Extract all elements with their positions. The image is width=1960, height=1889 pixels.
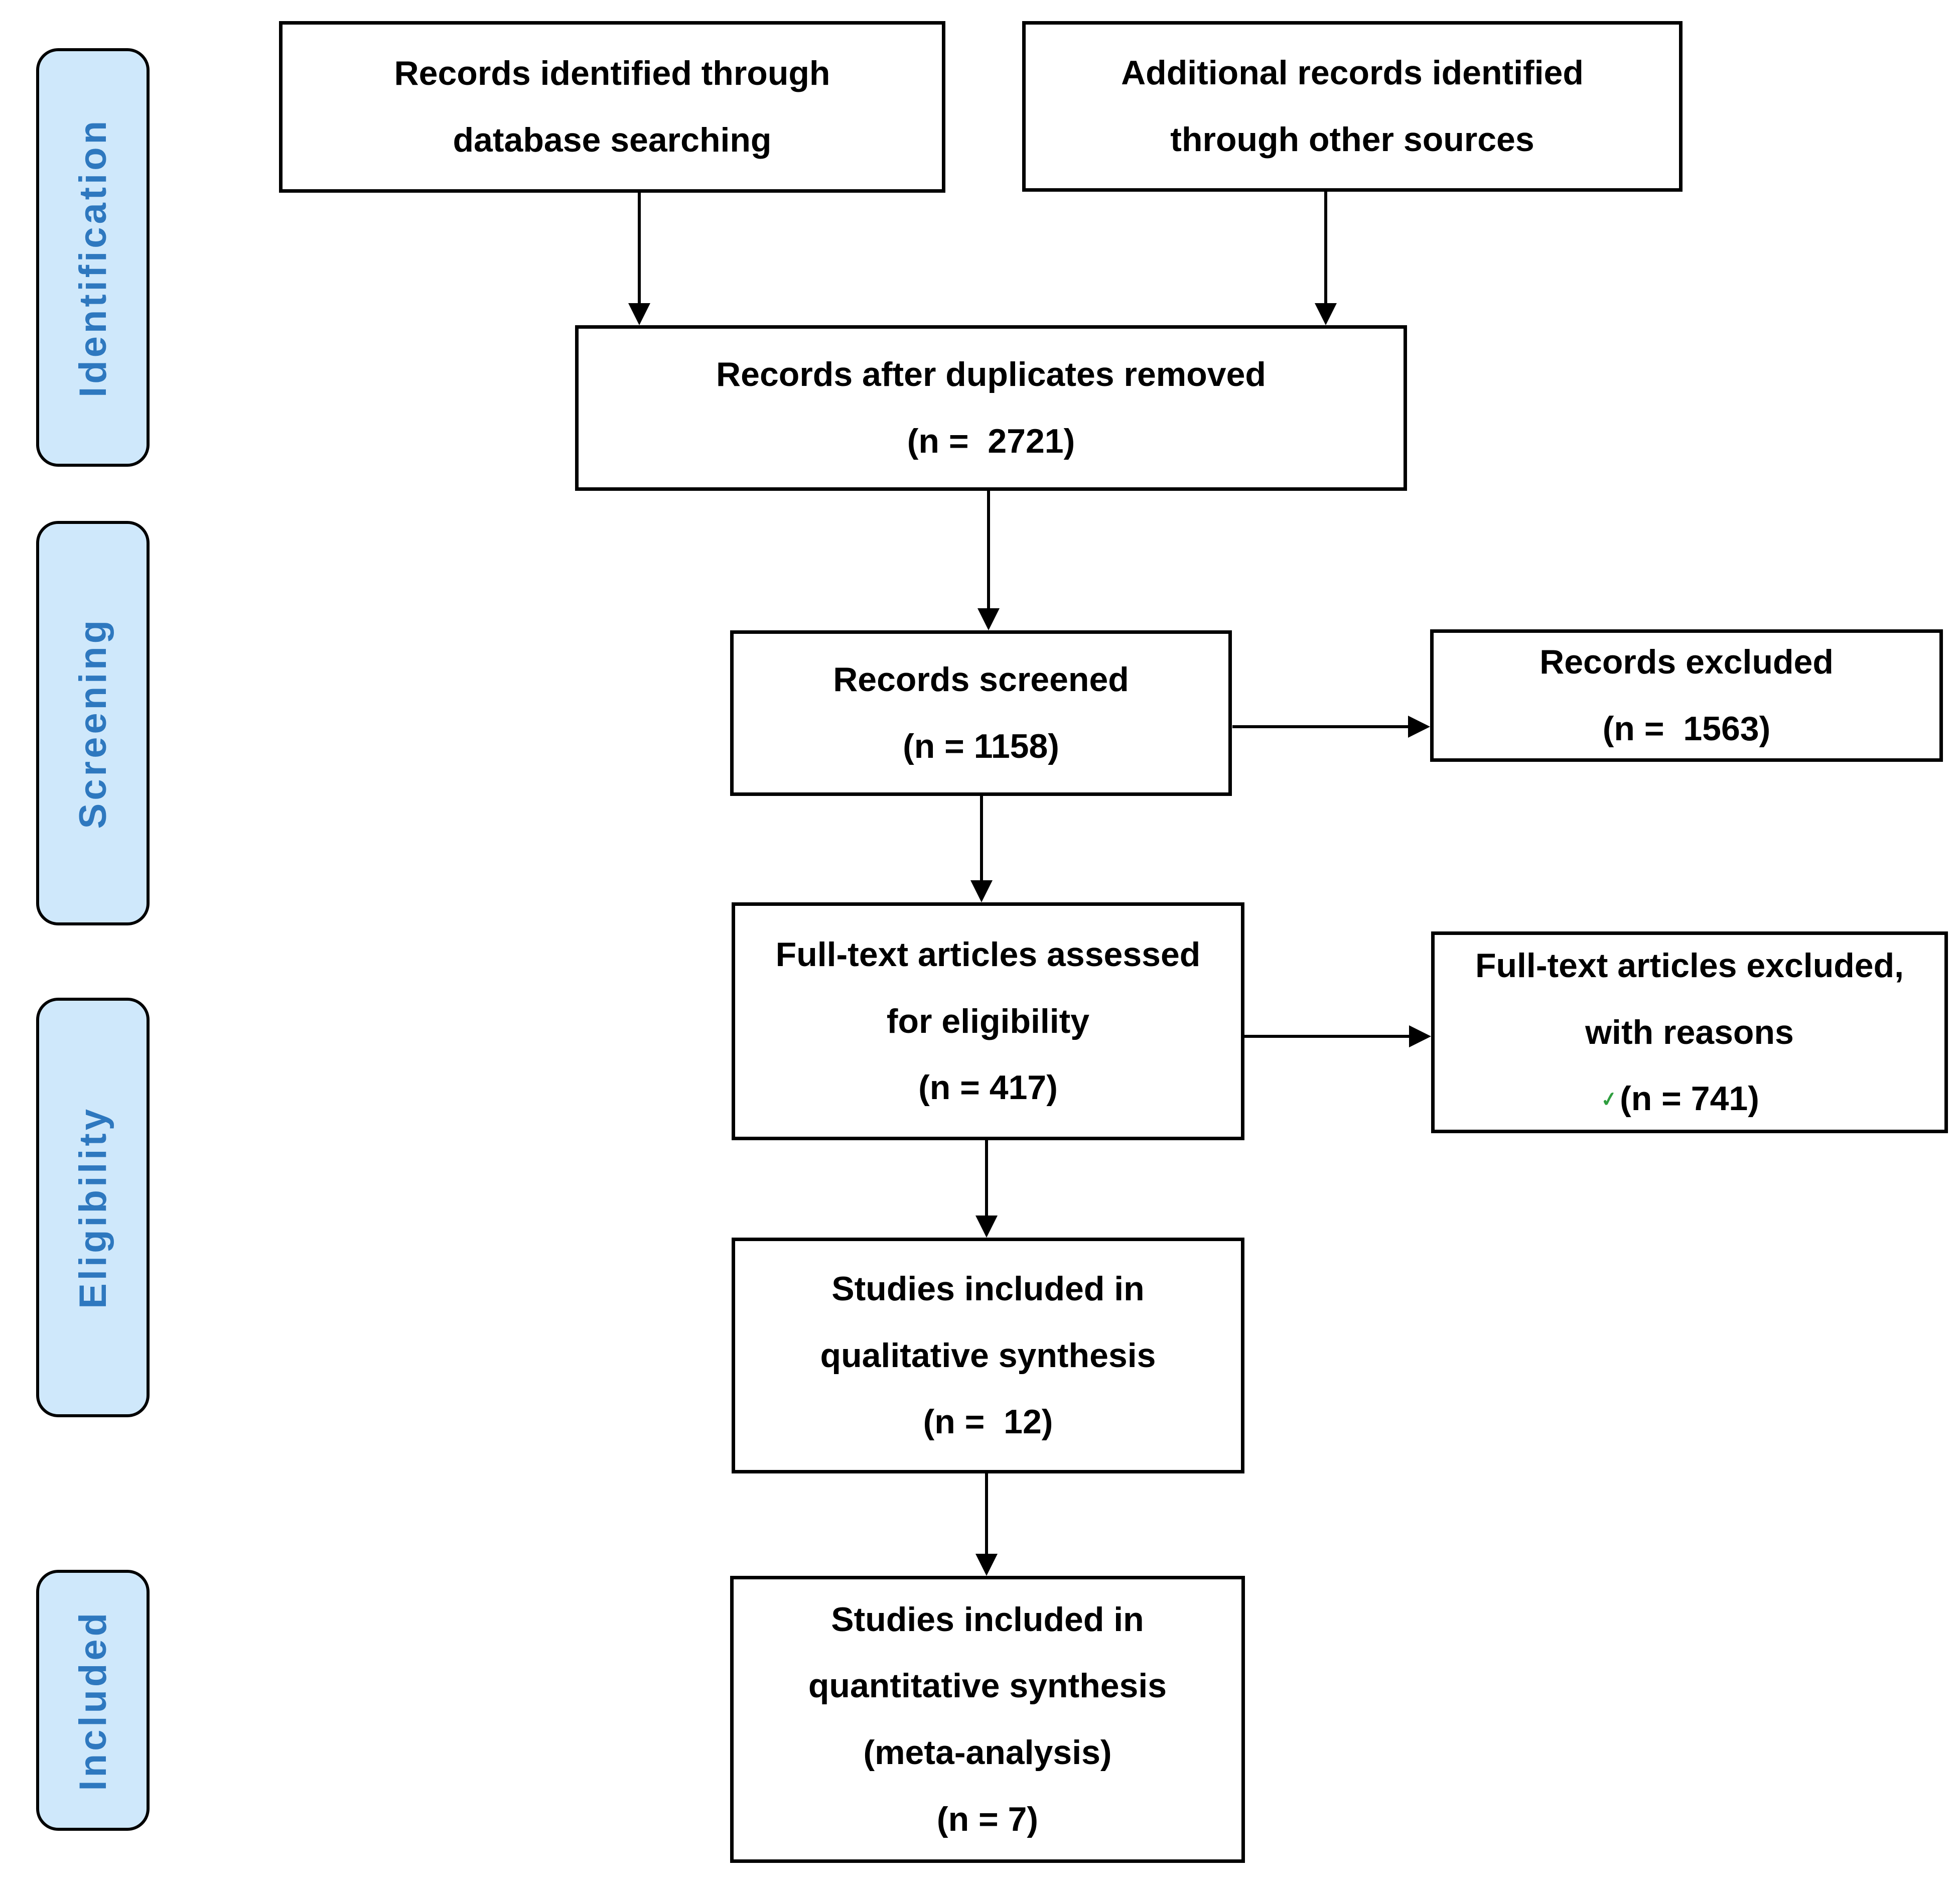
arrow-line (985, 1473, 988, 1556)
box-text-line: for eligibility (886, 1002, 1090, 1040)
arrow-head-down-icon (975, 1216, 998, 1238)
arrow-line (1232, 725, 1410, 728)
stage-label-eligibility: Eligibility (71, 1106, 114, 1309)
box-text-line: Additional records identified (1121, 54, 1584, 92)
green-check-artifact-icon: ✓ (1599, 1087, 1619, 1112)
flow-box-fulltext-assessed: Full-text articles assessed for eligibil… (732, 902, 1244, 1140)
box-text-line: (n = 741) (1620, 1080, 1759, 1118)
flow-box-records-screened: Records screened (n = 1158) (730, 630, 1232, 796)
box-text-line: (n = 7) (936, 1800, 1039, 1838)
box-text-line: Records excluded (1539, 643, 1834, 682)
stage-label-included: Included (71, 1609, 114, 1791)
flow-box-qualitative-synthesis: Studies included in qualitative synthesi… (732, 1238, 1244, 1473)
arrow-line (638, 193, 641, 305)
flow-box-additional-records: Additional records identified through ot… (1022, 21, 1683, 192)
stage-label-identification: Identification (71, 117, 114, 397)
box-text-line: through other sources (1170, 120, 1534, 159)
arrow-head-down-icon (1315, 303, 1337, 325)
arrow-head-down-icon (975, 1554, 998, 1576)
arrow-line (985, 1140, 988, 1218)
box-text-line: (n = 2721) (907, 422, 1075, 460)
box-text-line: Full-text articles assessed (775, 935, 1201, 974)
stage-label-screening: Screening (71, 617, 114, 829)
box-text-line: Full-text articles excluded, (1475, 947, 1904, 985)
box-text-line: quantitative synthesis (808, 1667, 1167, 1705)
box-text-line: (n = 1158) (903, 727, 1059, 765)
stage-pill-identification: Identification (36, 48, 150, 467)
box-text-line: Records after duplicates removed (716, 355, 1266, 394)
box-text-line: Records screened (833, 660, 1129, 699)
arrow-line (987, 491, 990, 610)
box-text-line: Studies included in (831, 1270, 1145, 1308)
box-text-line: qualitative synthesis (820, 1336, 1156, 1375)
arrow-head-down-icon (970, 880, 993, 902)
flow-box-fulltext-excluded: Full-text articles excluded, with reason… (1431, 931, 1948, 1133)
flow-box-records-excluded: Records excluded (n = 1563) (1430, 629, 1943, 762)
arrow-head-right-icon (1408, 716, 1430, 738)
box-text-line: with reasons (1585, 1013, 1794, 1051)
box-text-line: Studies included in (831, 1600, 1144, 1639)
arrow-line (1244, 1035, 1411, 1038)
arrow-head-down-icon (977, 608, 1000, 630)
box-text-line: (n = 1563) (1602, 710, 1771, 748)
arrow-line (980, 796, 983, 882)
flow-box-quantitative-synthesis: Studies included in quantitative synthes… (730, 1576, 1245, 1863)
stage-pill-included: Included (36, 1570, 150, 1831)
box-text-line: Records identified through (394, 54, 830, 93)
box-text-line: (n = 417) (918, 1068, 1058, 1107)
stage-pill-eligibility: Eligibility (36, 998, 150, 1417)
box-text-line: database searching (453, 121, 772, 159)
flow-box-records-identified: Records identified through database sear… (279, 21, 945, 193)
stage-pill-screening: Screening (36, 521, 150, 925)
arrow-head-down-icon (628, 303, 650, 325)
box-text-line: (meta-analysis) (863, 1733, 1112, 1772)
arrow-line (1324, 192, 1327, 305)
arrow-head-right-icon (1409, 1025, 1431, 1047)
box-text-line: (n = 12) (923, 1403, 1053, 1441)
flow-box-duplicates-removed: Records after duplicates removed (n = 27… (575, 325, 1407, 491)
